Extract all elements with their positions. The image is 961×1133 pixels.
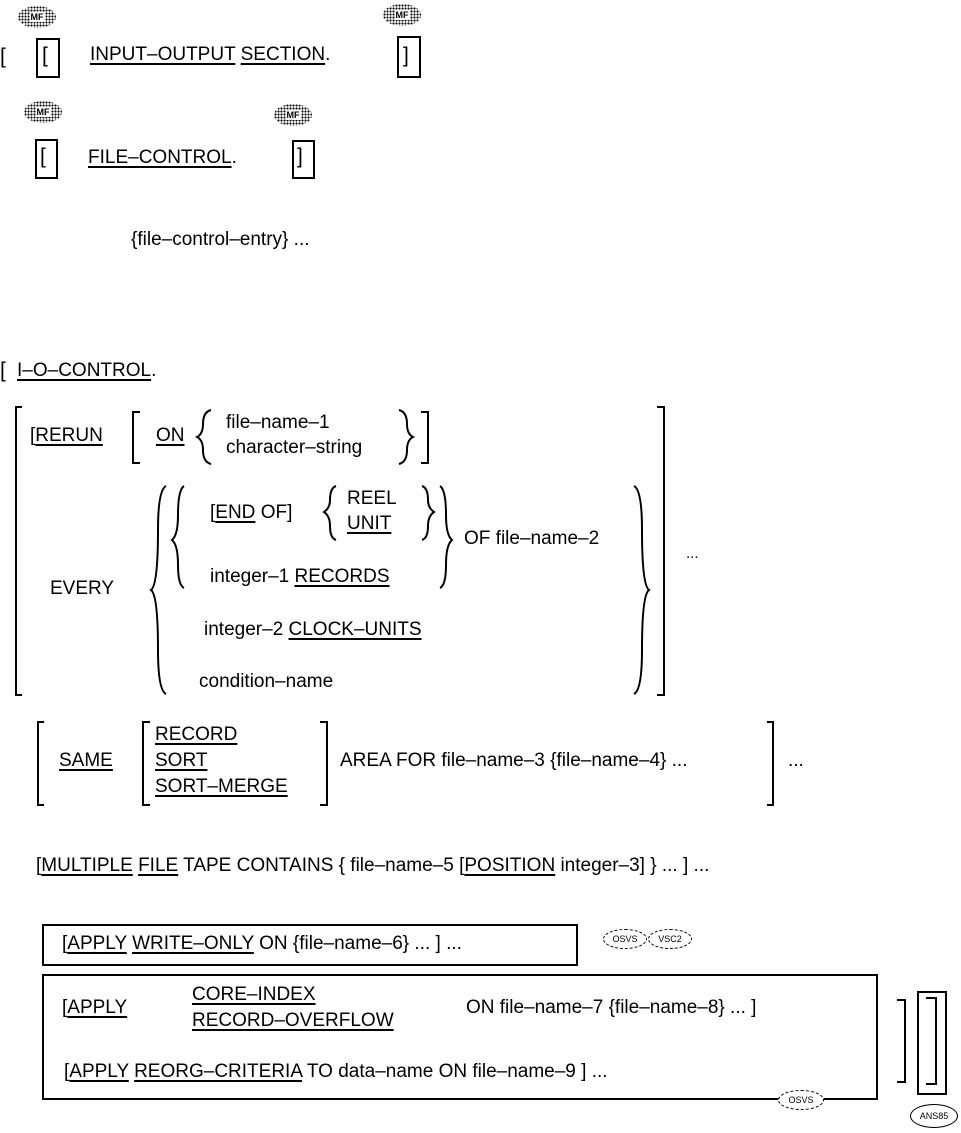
of-word: OF] <box>260 502 293 523</box>
bracket-open: [ <box>36 855 42 876</box>
file-keyword: FILE <box>138 855 179 876</box>
ans85-bracket-box <box>917 991 947 1095</box>
period: . <box>325 44 331 65</box>
mf-bracket-box <box>292 140 315 179</box>
io-control-keyword: I–O–CONTROL <box>17 360 152 381</box>
rerun-keyword: RERUN <box>35 425 103 446</box>
ans85-badge: ANS85 <box>910 1104 958 1128</box>
apply-keyword: APPLY <box>67 933 127 954</box>
apply-write-only-box <box>42 924 578 966</box>
tape-contains-text: TAPE CONTAINS { file–name–5 [ <box>183 855 465 876</box>
on-keyword: ON <box>156 425 185 446</box>
multiple-file-clause: [MULTIPLE FILE TAPE CONTAINS { file–name… <box>36 855 709 877</box>
bracket-open: [ <box>42 44 48 67</box>
apply-reorg-rest: TO data–name ON file–name–9 ] ... <box>306 1061 608 1082</box>
of-file-name-2: OF file–name–2 <box>464 528 600 549</box>
end-keyword: END <box>215 502 256 523</box>
bracket-open: [ <box>62 997 68 1018</box>
every-keyword: EVERY <box>50 578 115 599</box>
apply-write-only-clause: [APPLY WRITE–ONLY ON {file–name–6} ... ]… <box>62 933 462 955</box>
bracket-open: [ <box>30 425 36 446</box>
apply-core-index-clause: [APPLY <box>62 997 127 1019</box>
core-index-keyword: CORE–INDEX <box>192 984 316 1005</box>
multiple-keyword: MULTIPLE <box>41 855 133 876</box>
period: . <box>151 360 157 381</box>
apply-write-only-rest: ON {file–name–6} ... ] ... <box>259 933 462 954</box>
sort-merge-keyword: SORT–MERGE <box>155 776 288 797</box>
bracket-open: [ <box>62 933 68 954</box>
apply-keyword: APPLY <box>67 997 128 1018</box>
bracket-close: ] <box>297 145 303 168</box>
file-name-1: file–name–1 <box>226 412 330 433</box>
io-heading: INPUT–OUTPUT SECTION. <box>90 44 330 66</box>
integer-2: integer–2 <box>204 619 284 640</box>
osvs-badge: OSVS <box>778 1090 824 1110</box>
unit-keyword: UNIT <box>347 513 392 534</box>
multiple-rest-text: integer–3] } ... ] ... <box>560 855 710 876</box>
apply-osvs-box <box>42 974 878 1100</box>
mf-bracket-box <box>397 36 421 78</box>
write-only-keyword: WRITE–ONLY <box>132 933 254 954</box>
bracket-open: [ <box>210 502 216 523</box>
file-control-entry: {file–control–entry} ... <box>131 229 310 250</box>
reorg-criteria-keyword: REORG–CRITERIA <box>134 1061 302 1082</box>
io-control-heading: I–O–CONTROL. <box>17 360 156 382</box>
apply-core-index-rest: ON file–name–7 {file–name–8} ... ] <box>466 997 757 1018</box>
osvs-badge: OSVS <box>603 929 647 949</box>
bracket-close: ] <box>403 44 409 67</box>
rerun-clause: [RERUN <box>30 425 103 447</box>
condition-name: condition–name <box>199 671 334 692</box>
sort-keyword: SORT <box>155 750 208 771</box>
record-keyword: RECORD <box>155 724 238 745</box>
reel-keyword: REEL <box>347 488 397 509</box>
mf-badge: MF <box>24 101 62 123</box>
vsc2-badge: VSC2 <box>648 929 692 949</box>
mf-badge: MF <box>383 4 421 26</box>
file-control-heading: FILE–CONTROL. <box>88 147 237 169</box>
bracket-open: [ <box>40 145 46 168</box>
apply-keyword: APPLY <box>69 1061 129 1082</box>
mf-bracket-box <box>35 139 58 179</box>
mf-bracket-box <box>36 38 60 78</box>
clock-units-keyword: CLOCK–UNITS <box>288 619 422 640</box>
apply-reorg-clause: [APPLY REORG–CRITERIA TO data–name ON fi… <box>64 1061 608 1083</box>
bracket-open: [ <box>0 45 6 68</box>
end-of-clause: [END OF] <box>210 502 292 524</box>
integer-1: integer–1 <box>210 566 290 587</box>
character-string: character–string <box>226 437 363 458</box>
period: . <box>231 147 237 168</box>
mf-badge: MF <box>274 104 312 126</box>
bracket-open: [ <box>0 359 6 382</box>
ellipsis: ... <box>686 545 699 562</box>
position-keyword: POSITION <box>464 855 556 876</box>
records-keyword: RECORDS <box>294 566 390 587</box>
file-control-keyword: FILE–CONTROL <box>88 147 232 168</box>
bracket-open: [ <box>64 1061 70 1082</box>
ellipsis: ... <box>788 750 804 771</box>
section-keyword: SECTION <box>240 44 326 65</box>
input-output-keyword: INPUT–OUTPUT <box>90 44 236 65</box>
area-for-clause: AREA FOR file–name–3 {file–name–4} ... <box>340 750 688 771</box>
integer-2-clock-units: integer–2 CLOCK–UNITS <box>204 619 422 641</box>
mf-badge: MF <box>18 6 56 28</box>
integer-1-records: integer–1 RECORDS <box>210 566 390 588</box>
same-keyword: SAME <box>59 750 113 771</box>
record-overflow-keyword: RECORD–OVERFLOW <box>192 1010 394 1031</box>
